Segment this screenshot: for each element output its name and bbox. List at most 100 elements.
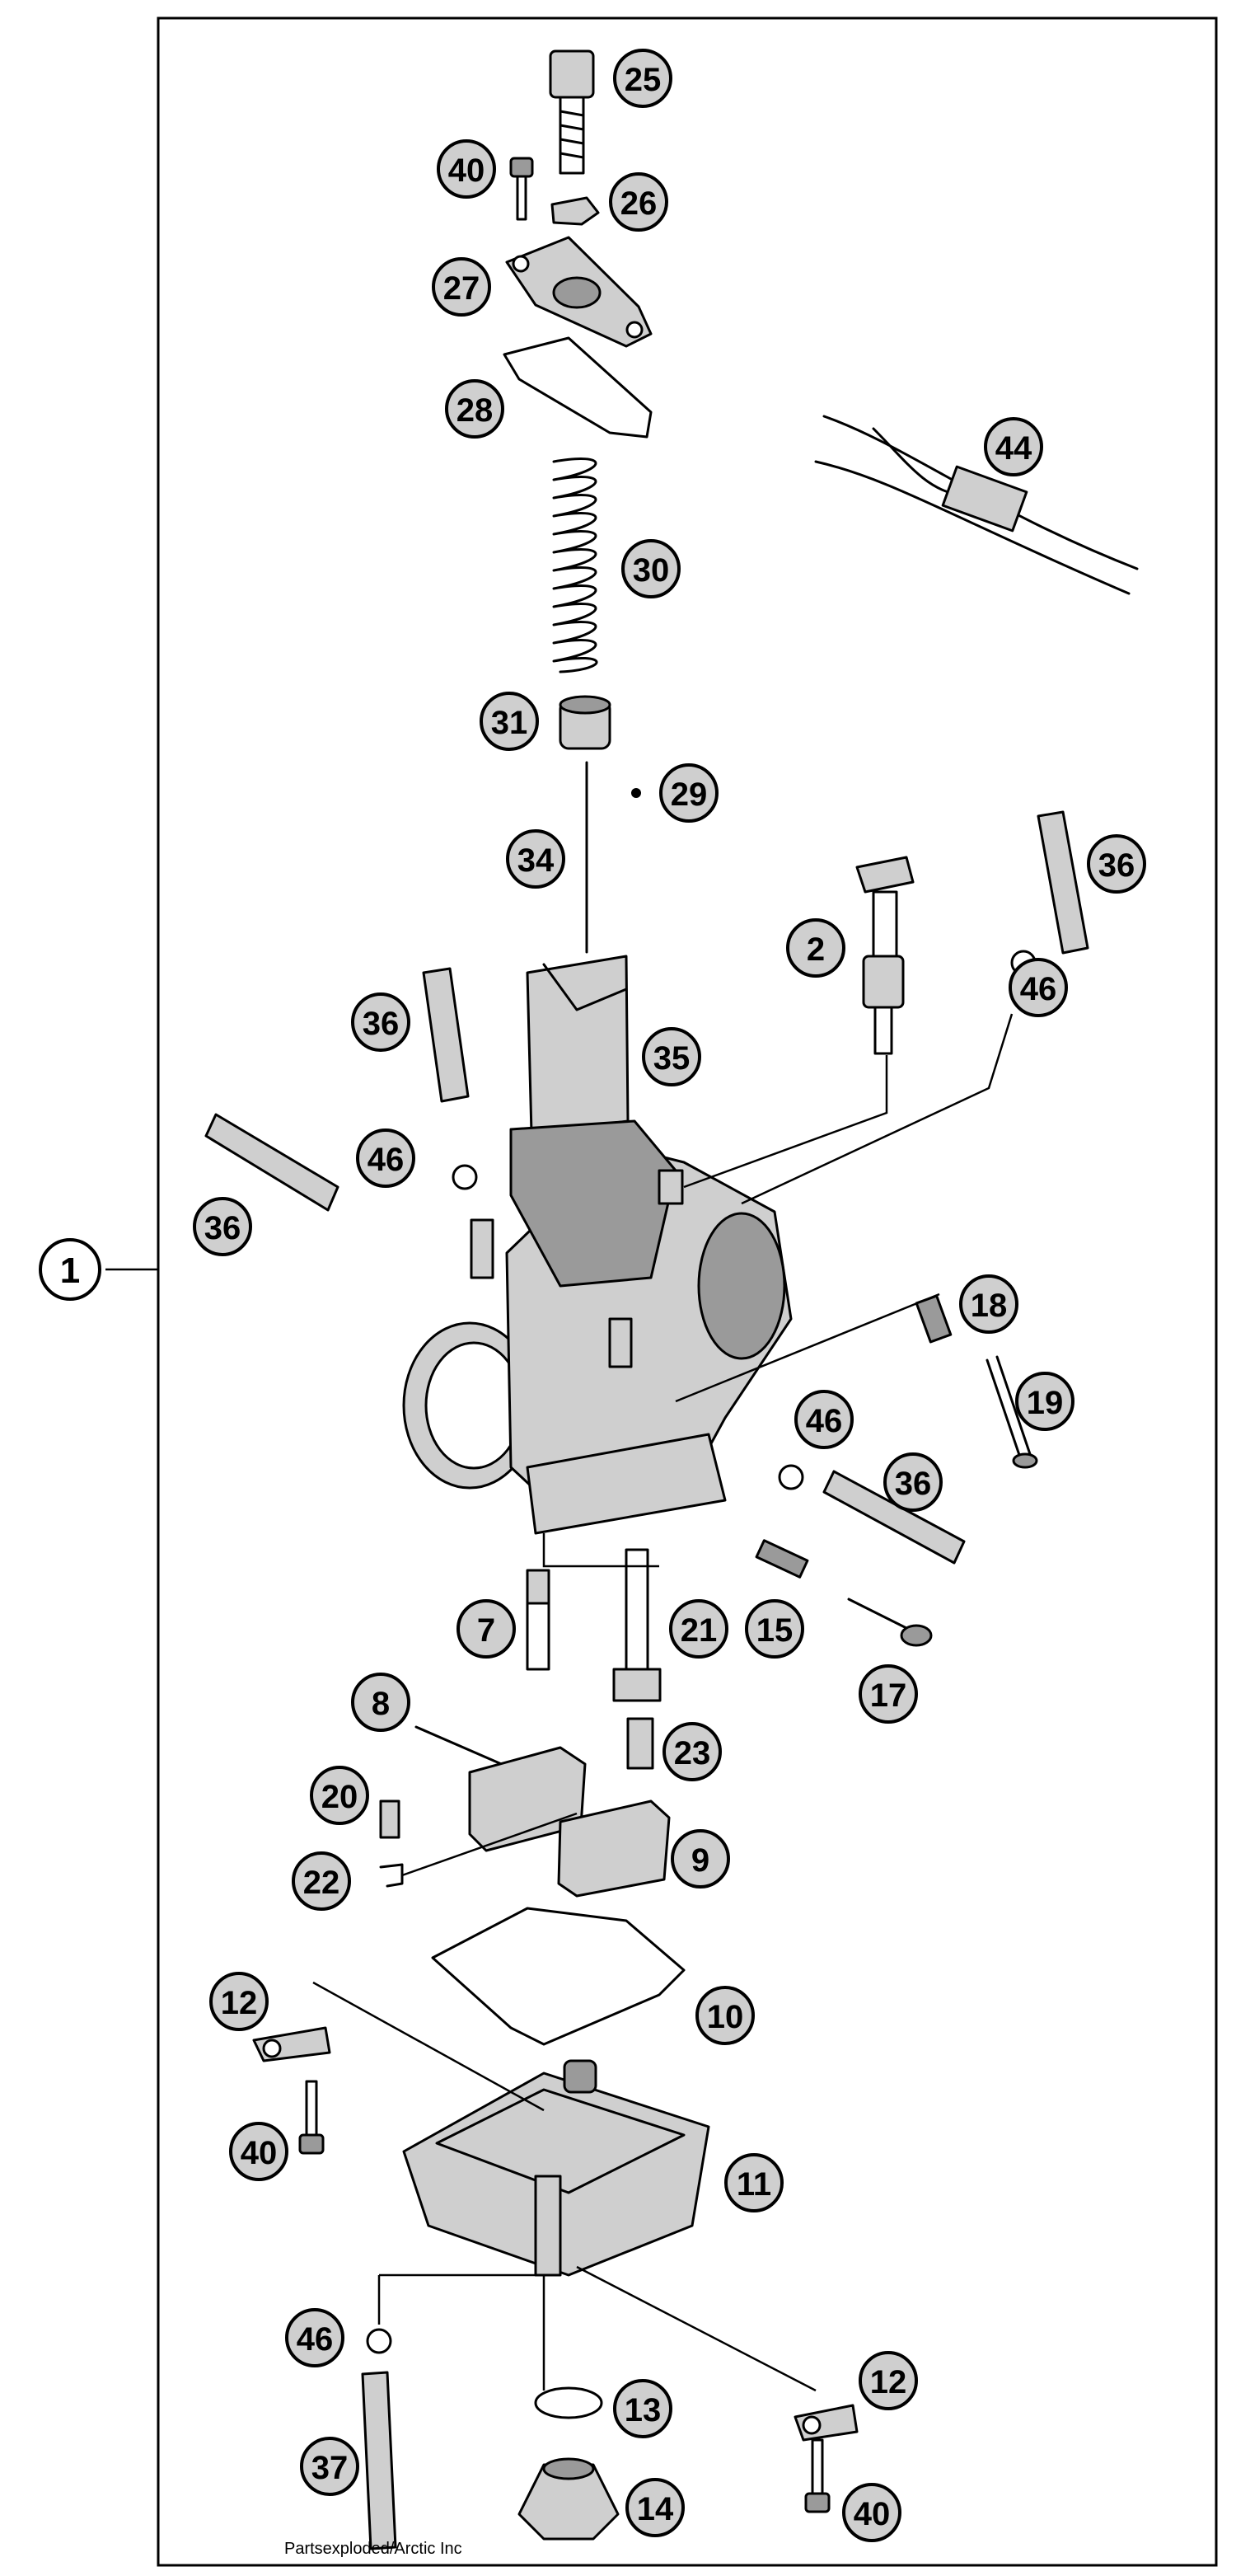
callout-number: 31 [491,705,528,741]
callout-number: 9 [691,1842,709,1879]
callout-circle [351,1673,410,1732]
part-callout: 9 [671,1829,730,1889]
mixture-screw-drawing [847,1598,933,1647]
callout-number: 36 [1098,847,1135,884]
screw-drawing [509,157,534,221]
callout-number: 37 [311,2450,349,2486]
part-callout: 22 [292,1851,351,1911]
float-bowl-drawing [402,2059,710,2277]
needle-jet-drawing [612,1548,662,1702]
part-callout: 36 [883,1452,943,1512]
part-callout: 46 [794,1390,854,1449]
callout-circle [300,2437,359,2496]
screw-leader-line [675,1293,940,1403]
top-cap-drawing [505,236,653,348]
callout-circle [859,2351,918,2410]
choke-plunger-drawing [855,856,915,1055]
part-callout: 46 [356,1128,415,1188]
callout-number: 36 [363,1006,400,1042]
callout-circle [984,417,1043,476]
part-callout: 46 [1009,958,1068,1017]
callout-circle [794,1390,854,1449]
hose-clip-drawing [366,2328,392,2354]
callout-circle [229,2122,288,2181]
vent-hose-drawing-far-left [204,1113,339,1212]
slide-drawing [526,955,630,1135]
float-bowl-gasket-drawing [431,1907,686,2046]
part-callout: 40 [842,2483,901,2542]
callout-circle [959,1274,1018,1334]
needle-holder-drawing [559,695,611,750]
callout-circle [356,1128,415,1188]
float-drawing [468,1746,671,1898]
diagram-frame [157,16,1218,2567]
assembly-callout: 1 [39,1238,101,1301]
callout-number: 20 [321,1779,358,1815]
callout-circle [671,1829,730,1889]
cable-bracket-drawing [794,2404,859,2442]
part-callout: 29 [659,763,719,823]
vent-hose-drawing-left [422,967,470,1103]
part-callout: 27 [432,257,491,317]
callout-number: 25 [625,62,662,98]
callout-number: 21 [681,1612,718,1649]
callout-circle [193,1197,252,1256]
callout-number: 46 [806,1403,843,1439]
callout-number: 19 [1027,1385,1064,1421]
part-callout: 12 [859,2351,918,2410]
clip-drawing [631,788,641,798]
part-callout: 35 [642,1027,701,1086]
cable-bracket-drawing [252,2026,331,2062]
callout-number: 13 [625,2392,662,2428]
callout-number: 15 [756,1612,794,1649]
part-callout: 34 [506,829,565,889]
callout-number: 40 [241,2135,278,2171]
drain-leader-line [377,2273,545,2391]
nut-drawing [550,196,600,226]
part-callout: 14 [625,2478,685,2537]
callout-number: 11 [737,2166,771,2203]
float-clip-drawing [379,1863,404,1888]
callout-number: 28 [456,392,494,429]
gasket-drawing [503,336,653,439]
callout-number: 18 [971,1288,1008,1324]
callout-number: 12 [870,2364,907,2400]
callout-number: 12 [221,1985,258,2021]
callout-circle [285,2308,344,2367]
part-callout: 2 [786,918,845,978]
callout-circle [456,1599,516,1659]
jet-leader-line [542,1533,659,1568]
vent-hose-drawing-right-top [1037,810,1089,955]
callout-circle [209,1972,269,2031]
callout-circle [351,992,410,1052]
part-callout: 44 [984,417,1043,476]
spring-drawing [552,457,598,673]
callout-number: 34 [517,842,555,879]
part-callout: 23 [662,1722,722,1781]
callout-number: 27 [443,270,480,307]
screw-drawing [298,2080,325,2155]
callout-circle [437,139,496,199]
callout-number: 23 [674,1735,711,1771]
part-callout: 18 [959,1274,1018,1334]
part-callout: 17 [859,1664,918,1724]
cable-adjuster-drawing [549,49,595,175]
float-leader-line [401,1812,578,1877]
hose-clip-drawing [778,1464,804,1490]
callout-number: 26 [620,185,658,222]
footer-caption: Partsexploded/Arctic Inc [284,2540,462,2558]
callout-number: 36 [204,1210,241,1246]
part-callout: 10 [695,1986,755,2045]
bracket-leader-line [576,2265,817,2392]
callout-circle [695,1986,755,2045]
svg-text:1: 1 [60,1250,80,1291]
callout-circle [480,692,539,751]
part-callout: 13 [613,2379,672,2438]
callout-circle [432,257,491,317]
callout-circle [883,1452,943,1512]
part-callout: 37 [300,2437,359,2496]
bracket-leader-line [312,1981,545,2112]
callout-circle [1009,958,1068,1017]
callout-number: 46 [1020,971,1057,1007]
part-callout: 26 [609,172,668,232]
